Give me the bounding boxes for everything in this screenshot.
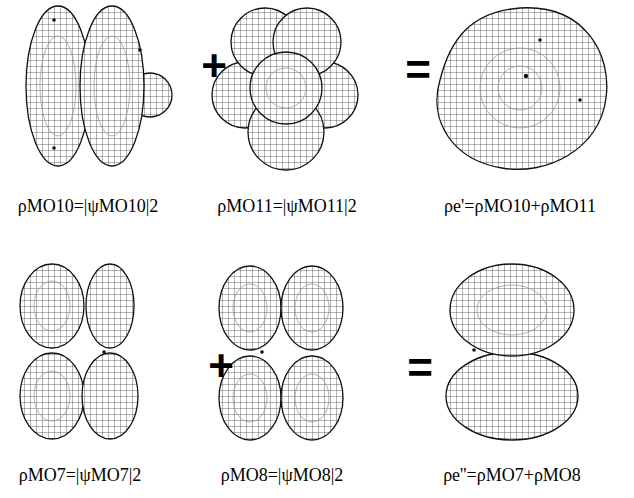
mo11-density bbox=[212, 8, 358, 170]
density-equation: ρMO11=|ψMO11|2 bbox=[217, 197, 356, 217]
density-equation: ρMO7=|ψMO7|2 bbox=[19, 466, 142, 486]
contour-lines bbox=[34, 36, 560, 422]
nodal-markers bbox=[52, 18, 582, 354]
density-equation: ρMO8=|ψMO8|2 bbox=[221, 466, 344, 486]
density-equation: ρMO10=|ψMO10|2 bbox=[18, 197, 159, 217]
density-equation: ρe'=ρMO10+ρMO11 bbox=[444, 197, 596, 217]
e-double-prime-density bbox=[446, 264, 578, 440]
mo7-density bbox=[20, 264, 138, 439]
mo8-density bbox=[219, 266, 343, 440]
operator-sign: = bbox=[407, 344, 433, 392]
operator-sign: = bbox=[405, 46, 431, 94]
operator-sign: + bbox=[201, 42, 227, 90]
e-prime-density bbox=[437, 8, 607, 170]
mo10-density bbox=[26, 6, 172, 166]
operator-sign: + bbox=[208, 342, 234, 390]
density-equation: ρe''=ρMO7+ρMO8 bbox=[443, 466, 581, 486]
